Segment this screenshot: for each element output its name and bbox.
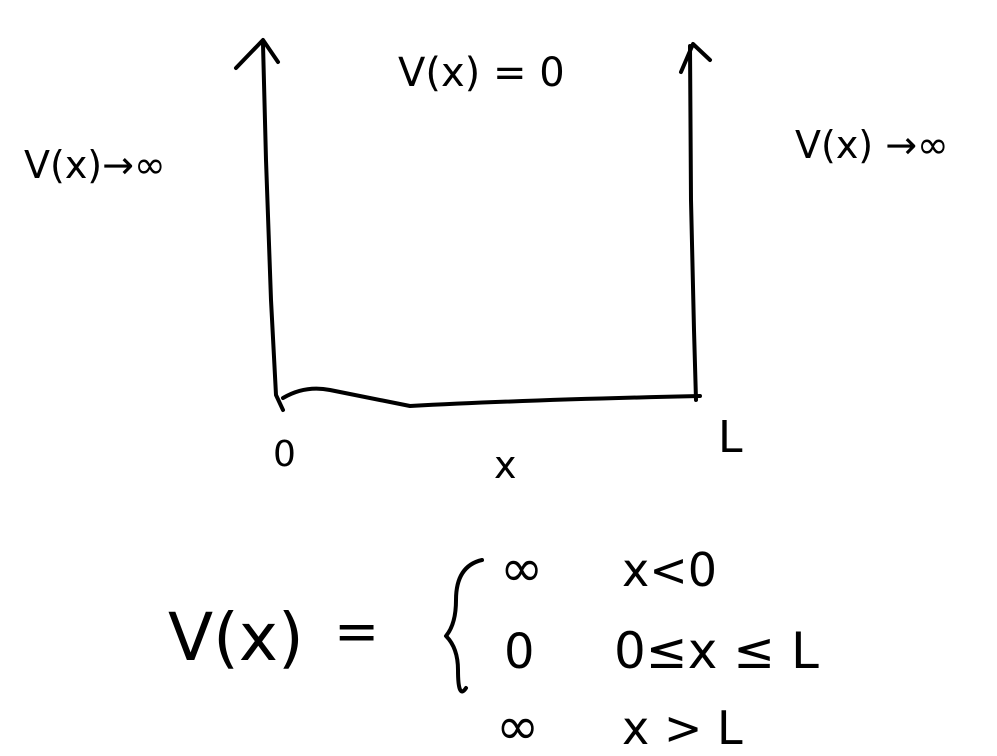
right-wall-tick-label: L (718, 412, 743, 463)
equation-equals: = (334, 600, 379, 663)
case-2-value: 0 (504, 624, 535, 680)
left-potential-label: V(x)→∞ (24, 143, 166, 187)
case-3-value: ∞ (496, 697, 539, 756)
equation-lhs: V(x) (168, 599, 304, 676)
right-wall-arrowhead (679, 42, 712, 74)
case-3-condition: x > L (622, 701, 743, 755)
origin-tick-label: 0 (273, 434, 296, 475)
cases-brace (444, 558, 484, 694)
piecewise-equation: V(x) = ∞ x<0 0 0≤x ≤ L ∞ x > L (168, 539, 819, 756)
case-1-value: ∞ (500, 539, 543, 599)
inside-potential-label: V(x) = 0 (398, 50, 565, 96)
left-wall (234, 38, 285, 412)
left-wall-arrowhead (234, 38, 280, 70)
case-1-condition: x<0 (622, 543, 717, 597)
right-wall (679, 42, 712, 402)
right-potential-label: V(x) →∞ (795, 123, 949, 167)
case-2-condition: 0≤x ≤ L (614, 622, 819, 680)
well-floor (281, 386, 702, 408)
axis-variable-label: x (494, 443, 517, 487)
